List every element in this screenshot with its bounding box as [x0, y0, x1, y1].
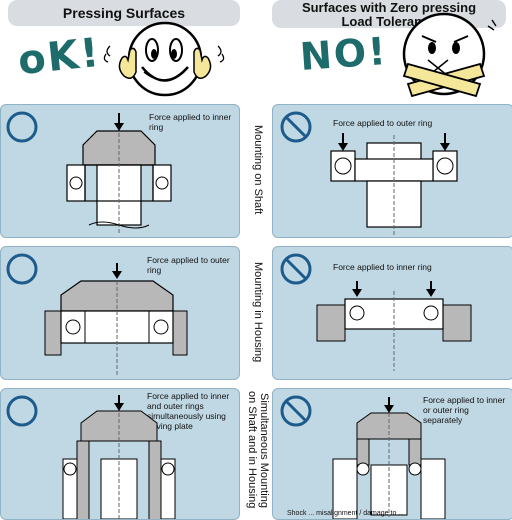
panel-note: Force applied to inner ring	[333, 262, 432, 272]
panel-note: Force applied to outer ring	[333, 118, 433, 128]
row-label-housing: Mounting in Housing	[252, 261, 264, 363]
ok-handwriting: oK!	[15, 29, 103, 85]
header-left-text: Pressing Surfaces	[62, 5, 186, 21]
panel-note: Force applied to outer ring	[147, 255, 230, 275]
header-right-line1: Surfaces with Zero pressing	[301, 0, 477, 15]
housing-mount-no-diagram	[316, 281, 472, 371]
panel-ok-simultaneous: Force applied to inner and outer rings s…	[0, 388, 240, 520]
panel-ok-housing: Force applied to outer ring	[0, 246, 240, 380]
panel-note: Force applied to inner or outer ring sep…	[423, 395, 506, 425]
panel-ok-shaft: Force applied to inner ring	[0, 104, 240, 238]
panel-footer-note: Shock ... misalignment / damage to ...	[287, 510, 405, 517]
row-label-shaft: Mounting on Shaft	[252, 125, 264, 215]
shaft-mount-ok-diagram	[66, 113, 172, 235]
simultaneous-mount-no-diagram	[332, 397, 446, 519]
shaft-mount-no-diagram	[330, 133, 458, 235]
prohibited-icon	[280, 395, 312, 427]
prohibited-icon	[280, 111, 312, 143]
housing-mount-ok-diagram	[44, 263, 188, 375]
prohibited-icon	[280, 253, 312, 285]
ok-circle-icon	[6, 395, 38, 427]
no-handwriting: NO!	[298, 29, 389, 79]
panel-no-simultaneous: Force applied to inner or outer ring sep…	[272, 388, 512, 520]
ok-circle-icon	[6, 253, 38, 285]
happy-face-mascot-icon	[103, 21, 225, 97]
header-zero-load-surfaces: Surfaces with Zero pressing Load Toleran…	[272, 0, 506, 29]
row-label-simultaneous: Simultaneous Mounting on Shaft and in Ho…	[246, 391, 270, 509]
header-pressing-surfaces: Pressing Surfaces	[8, 0, 240, 26]
simultaneous-mount-ok-diagram	[62, 395, 176, 519]
panel-no-shaft: Force applied to outer ring	[272, 104, 512, 238]
panel-note: Force applied to inner and outer rings s…	[147, 391, 230, 431]
ok-circle-icon	[6, 111, 38, 143]
panel-note: Force applied to inner ring	[149, 112, 232, 132]
panel-no-housing: Force applied to inner ring	[272, 246, 512, 380]
header-right-line2: Load Tolerance	[341, 14, 437, 29]
crossed-arms-face-mascot-icon	[402, 12, 497, 98]
